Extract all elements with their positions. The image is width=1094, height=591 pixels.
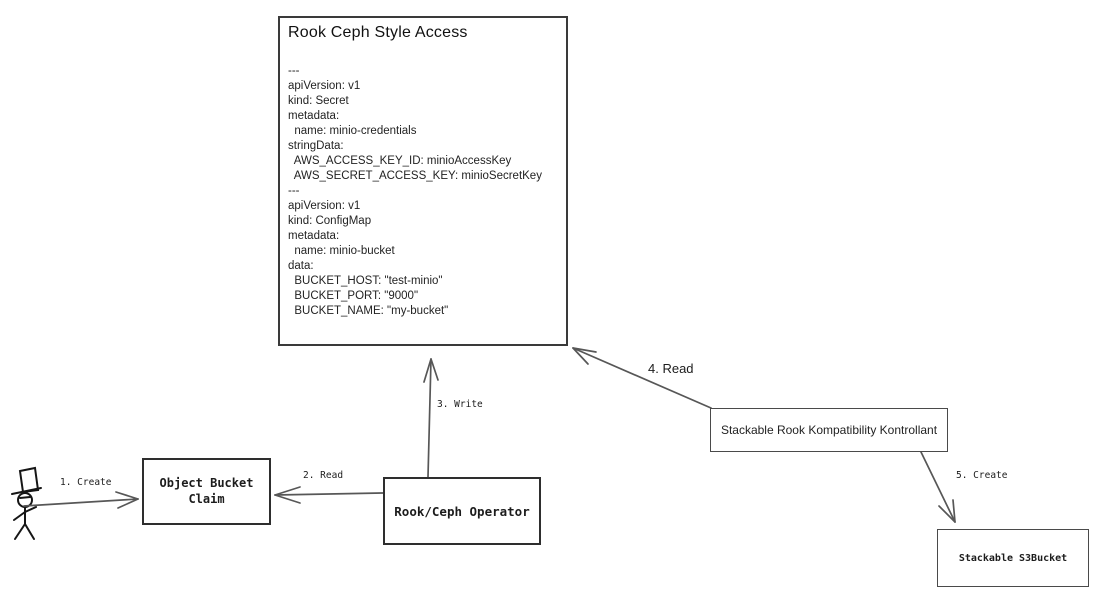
arrow-1-create (23, 491, 139, 509)
node-object-bucket-claim: Object Bucket Claim (142, 458, 271, 525)
node-stackable-kontrollant-label: Stackable Rook Kompatibility Kontrollant (720, 423, 938, 437)
arrow-5-create (920, 451, 956, 523)
edge-label-4-read: 4. Read (648, 361, 694, 376)
edge-label-3-write: 3. Write (437, 399, 483, 410)
edge-label-1-create: 1. Create (60, 477, 112, 488)
node-stackable-s3bucket: Stackable S3Bucket (937, 529, 1089, 587)
arrow-3-write (423, 358, 439, 478)
node-object-bucket-claim-label: Object Bucket Claim (159, 475, 254, 506)
node-rook-ceph-operator: Rook/Ceph Operator (383, 477, 541, 545)
edge-label-5-create: 5. Create (956, 470, 1008, 481)
node-stackable-kontrollant: Stackable Rook Kompatibility Kontrollant (710, 408, 948, 452)
arrow-4-read (572, 347, 712, 409)
arrow-2-read (274, 486, 384, 504)
user-actor-icon (11, 466, 42, 540)
yaml-spec-box-title: Rook Ceph Style Access (288, 24, 468, 41)
node-rook-ceph-operator-label: Rook/Ceph Operator (394, 503, 530, 519)
node-stackable-s3bucket-label: Stackable S3Bucket (958, 552, 1068, 564)
edge-label-2-read: 2. Read (303, 470, 344, 481)
yaml-spec-text: --- apiVersion: v1 kind: Secret metadata… (288, 65, 542, 317)
yaml-spec-box: Rook Ceph Style Access --- apiVersion: v… (278, 16, 568, 346)
